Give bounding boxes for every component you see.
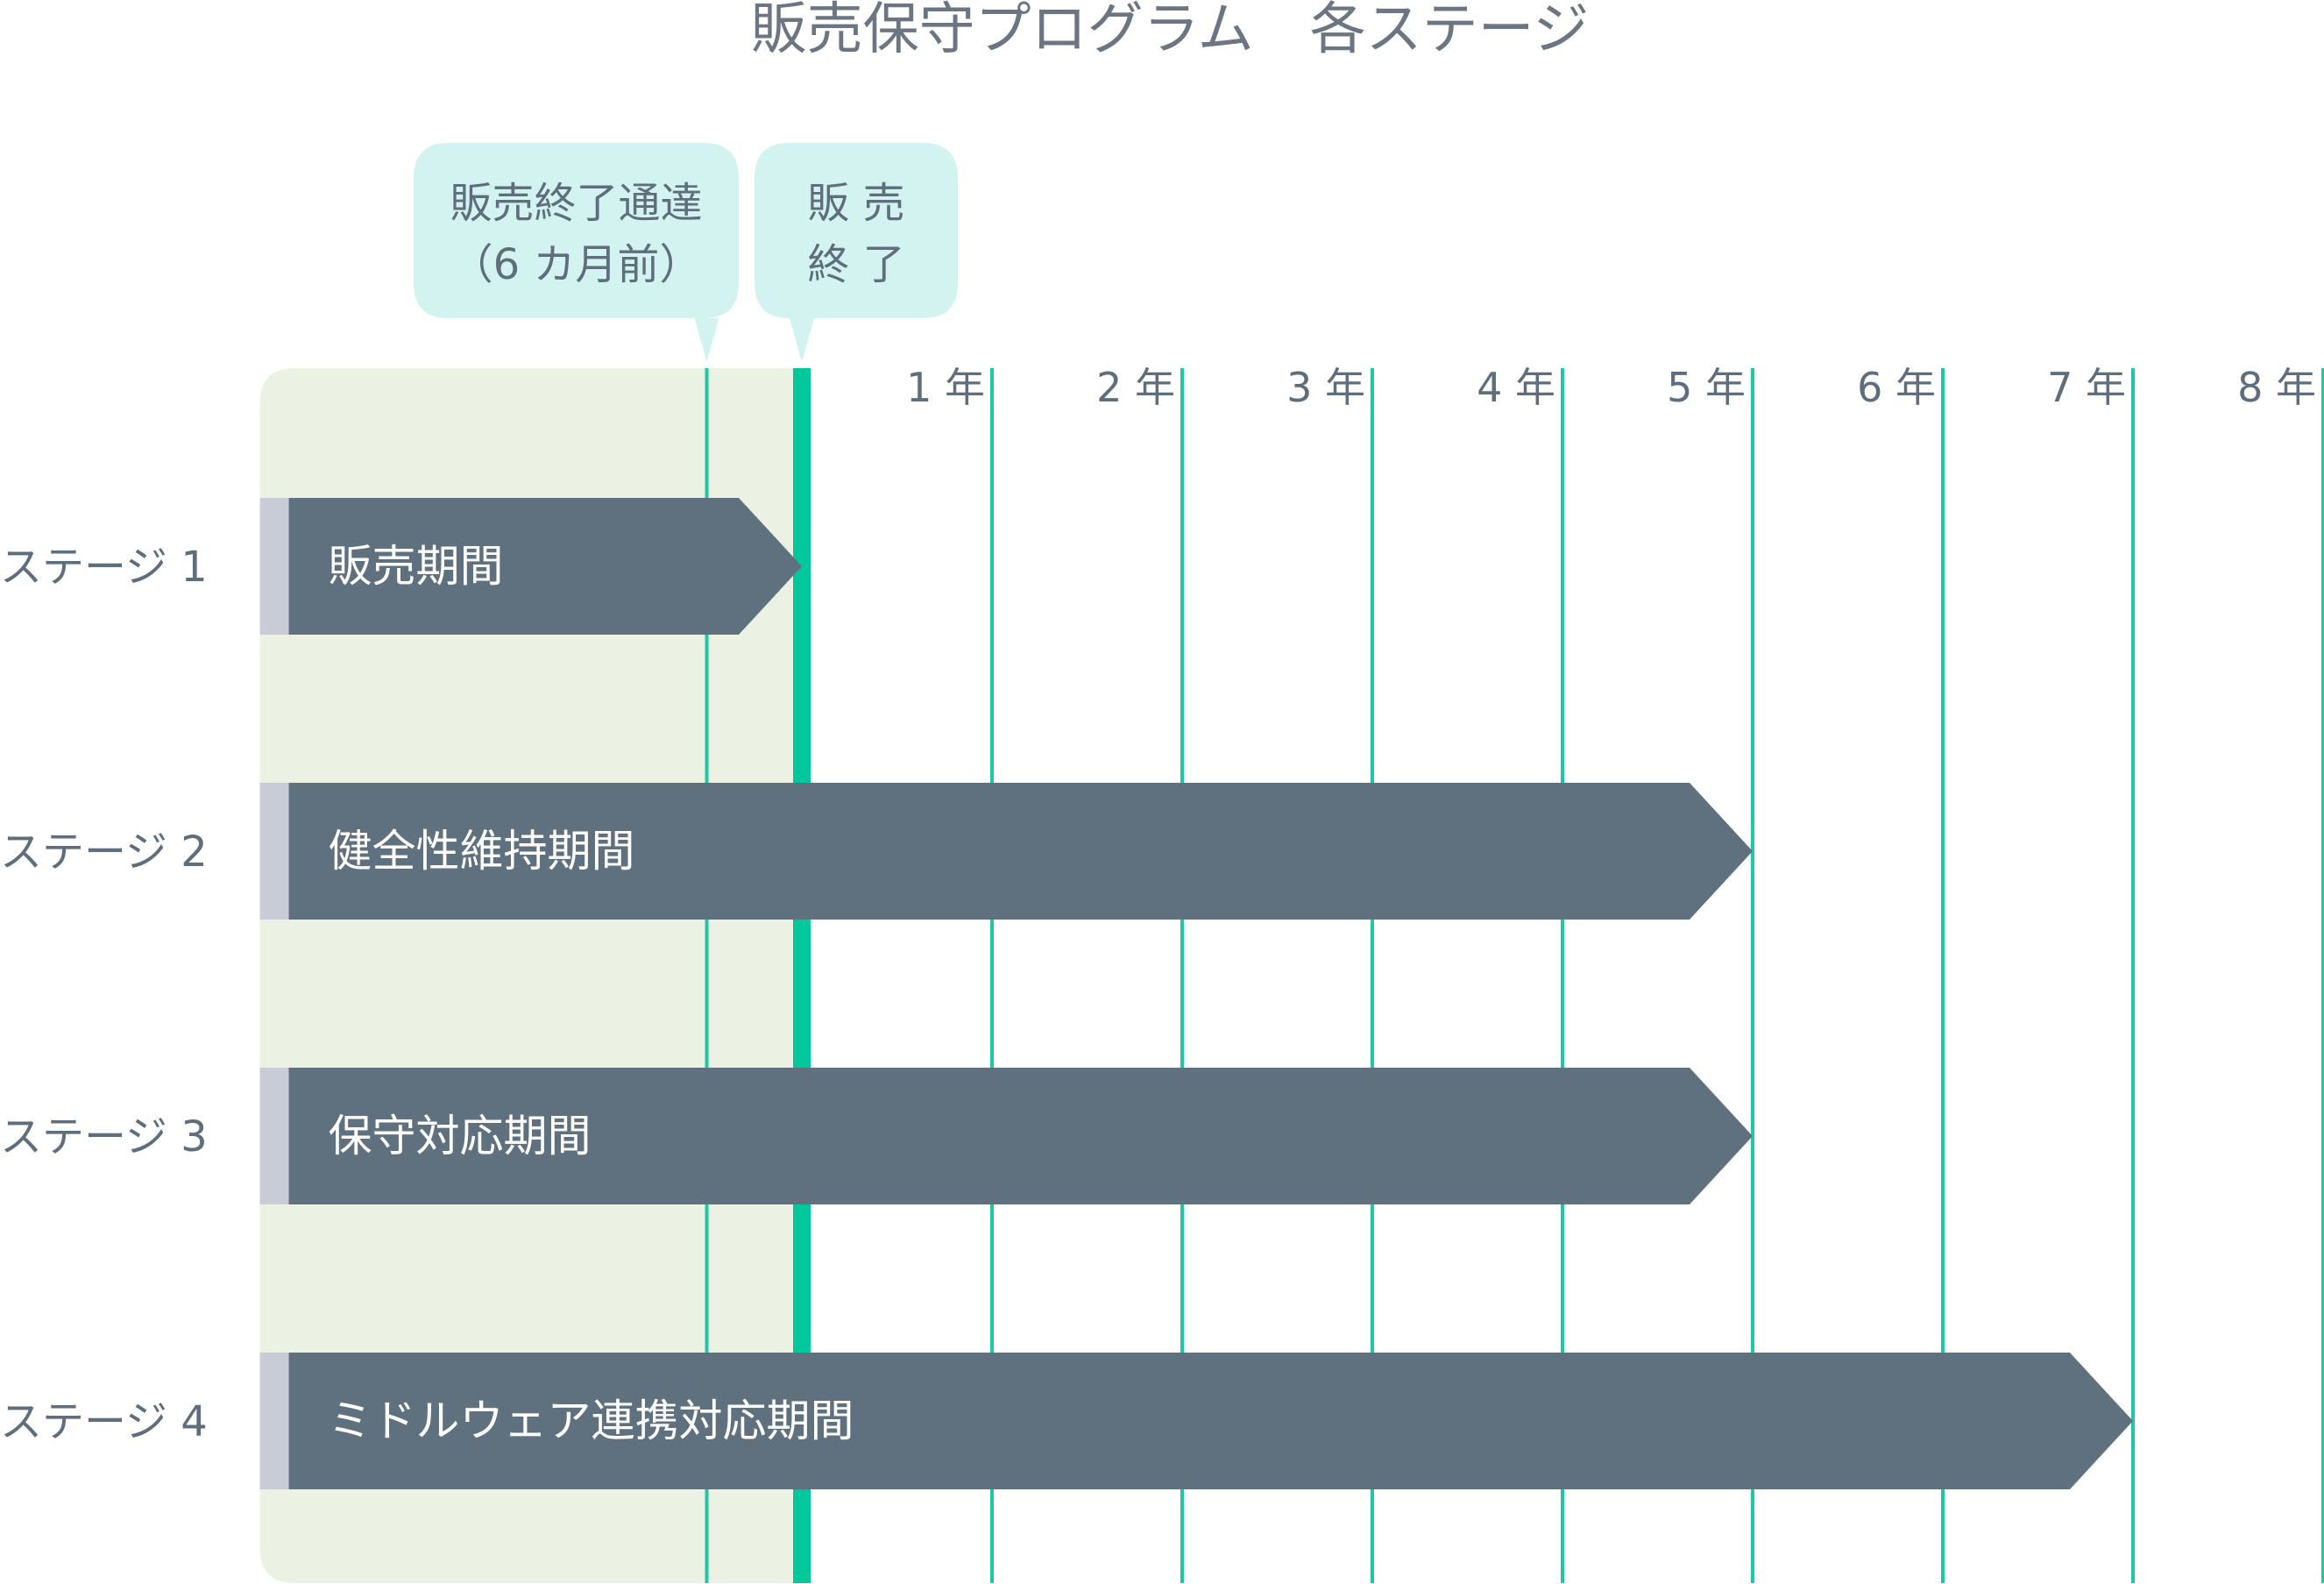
tick-label-layer: 1 年 2 年 3 年 4 年 5 年 6 年 7 年 8 年 (906, 364, 2316, 411)
marker-callout-1-line-1: 販売終了通達 (450, 179, 702, 228)
marker-callout-2-line-2: 終 了 (807, 240, 904, 289)
tick-label-year-5: 5 年 (1667, 364, 1746, 411)
bar-stub-stage-1 (259, 498, 289, 635)
callout-layer: 販売終了通達 （6 カ月前） 販 売終 了 (414, 143, 958, 362)
marker-callout-2 (755, 143, 958, 362)
stage-label-1: ステージ 1 (0, 543, 208, 592)
sales-period-region (259, 368, 802, 1583)
tick-label-year-8: 8 年 (2237, 364, 2316, 411)
stage-label-3: ステージ 3 (0, 1112, 208, 1161)
tick-label-year-6: 6 年 (1857, 364, 1936, 411)
stage-label-2: ステージ 2 (0, 828, 208, 877)
bar-label-stage-3: 保守対応期間 (329, 1111, 592, 1161)
marker-callout-1-line-2: （6 カ月前） (451, 240, 702, 289)
bar-stub-stage-2 (259, 783, 289, 920)
stage-label-4: ステージ 4 (0, 1397, 208, 1446)
bar-stage-3 (288, 1068, 1753, 1204)
bar-stage-1 (288, 498, 802, 635)
chart-title: 販売保守プログラム 各ステージ (751, 0, 1590, 62)
region-layer (259, 368, 802, 1583)
tick-label-year-3: 3 年 (1286, 364, 1365, 411)
stage-label-layer: ステージ 1 ステージ 2 ステージ 3 ステージ 4 (0, 543, 208, 1446)
bar-label-stage-4: ミドルウェア連携対応期間 (329, 1396, 854, 1446)
bar-stub-stage-4 (259, 1353, 289, 1489)
bar-stub-stage-3 (259, 1068, 289, 1204)
tick-label-year-1: 1 年 (906, 364, 985, 411)
tick-label-year-4: 4 年 (1477, 364, 1555, 411)
tick-label-year-7: 7 年 (2047, 364, 2126, 411)
bar-label-stage-2: 健全性維持期間 (329, 826, 635, 877)
marker-callout-2-line-1: 販 売 (807, 179, 904, 228)
end-of-sale-line (793, 368, 811, 1583)
bar-stage-2 (288, 783, 1753, 920)
bar-stage-4 (288, 1353, 2133, 1489)
tick-label-year-2: 2 年 (1096, 364, 1175, 411)
marker-callout-1 (414, 143, 739, 362)
bar-label-stage-1: 販売期間 (329, 541, 504, 592)
